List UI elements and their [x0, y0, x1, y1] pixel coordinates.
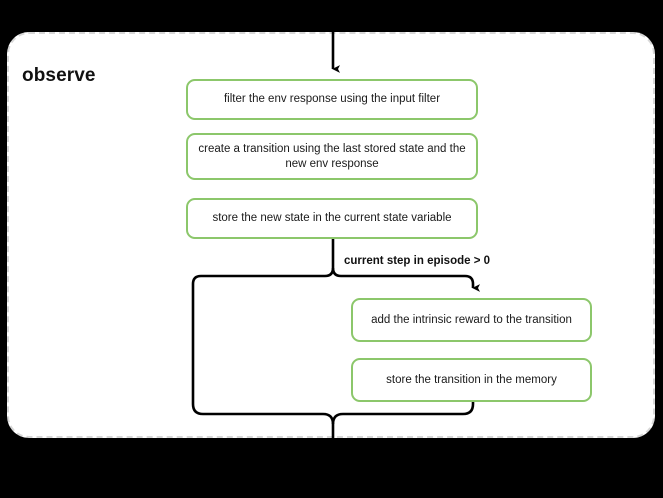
node-store-transition-memory[interactable]: store the transition in the memory — [351, 358, 592, 402]
node-create-transition[interactable]: create a transition using the last store… — [186, 133, 478, 180]
node-store-new-state[interactable]: store the new state in the current state… — [186, 198, 478, 239]
node-label: store the transition in the memory — [386, 373, 557, 386]
node-label: create a transition using the last store… — [198, 142, 466, 170]
node-filter-env-response[interactable]: filter the env response using the input … — [186, 79, 478, 120]
group-title: observe — [22, 65, 96, 86]
node-add-intrinsic-reward[interactable]: add the intrinsic reward to the transiti… — [351, 298, 592, 342]
node-label: filter the env response using the input … — [223, 93, 441, 105]
node-label: store the new state in the current state… — [212, 212, 452, 224]
node-label: add the intrinsic reward to the transiti… — [371, 313, 572, 326]
edge-condition-label: current step in episode > 0 — [344, 255, 491, 267]
